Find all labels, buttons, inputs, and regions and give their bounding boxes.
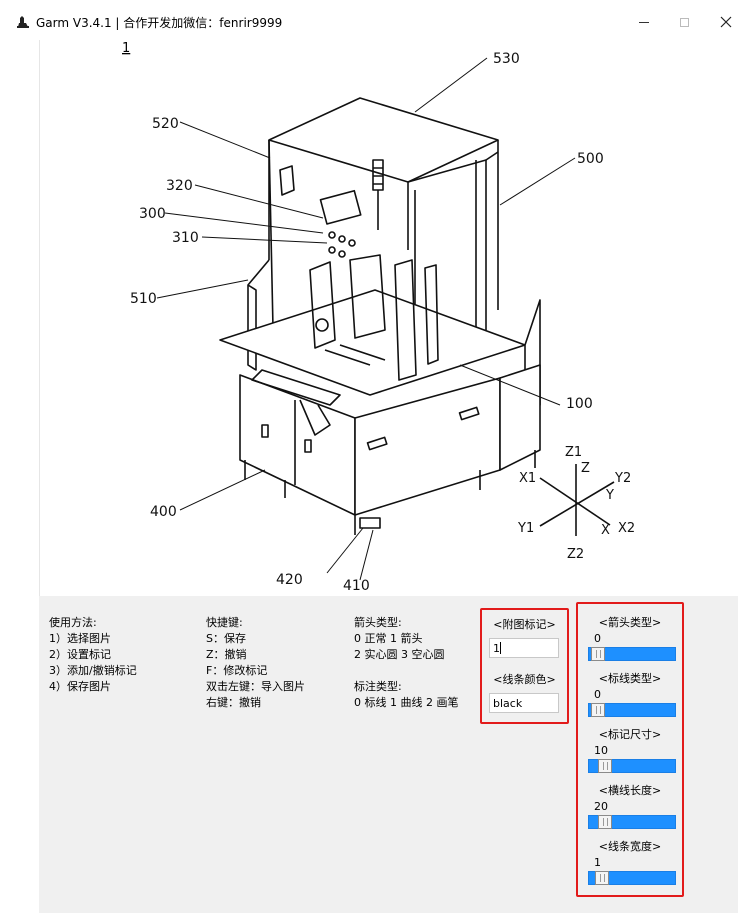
slider-thumb[interactable] — [591, 703, 605, 717]
minimize-icon — [639, 21, 649, 23]
slider-thumb[interactable] — [591, 647, 605, 661]
ref-label: 500 — [577, 151, 604, 167]
arrow-type-label: <箭头类型> — [598, 616, 662, 629]
axis-label: Y1 — [517, 521, 534, 536]
ref-label: 510 — [130, 291, 157, 307]
close-button[interactable] — [714, 10, 738, 34]
arrow-type-heading: 箭头类型: — [354, 616, 402, 629]
axis-label: Y — [605, 488, 614, 503]
mark-type-value: 0 — [594, 688, 601, 701]
usage-step: 1）选择图片 — [49, 632, 111, 645]
image-canvas[interactable]: 1 — [39, 40, 738, 596]
app-logo-icon — [17, 16, 29, 28]
slider-thumb[interactable] — [595, 871, 609, 885]
close-icon — [720, 16, 732, 28]
axis-label: X — [601, 523, 610, 538]
mark-type-label: <标线类型> — [598, 672, 662, 685]
line-width-value: 1 — [594, 856, 601, 869]
line-length-value: 20 — [594, 800, 608, 813]
mark-type-slider[interactable] — [588, 703, 676, 717]
ref-label: 520 — [152, 116, 179, 132]
shortcut-item: Z：撤销 — [206, 648, 247, 661]
ref-label: 400 — [150, 504, 177, 520]
arrow-type-value: 0 — [594, 632, 601, 645]
line-width-label: <线条宽度> — [598, 840, 662, 853]
usage-step: 4）保存图片 — [49, 680, 111, 693]
shortcut-item: 双击左键：导入图片 — [206, 680, 305, 693]
line-color-label: <线条颜色> — [493, 673, 556, 686]
usage-heading: 使用方法: — [49, 616, 97, 629]
ref-label: 410 — [343, 578, 370, 594]
ref-label: 310 — [172, 230, 199, 246]
shortcut-item: F：修改标记 — [206, 664, 268, 677]
maximize-icon — [679, 17, 689, 27]
title-bar[interactable]: Garm V3.4.1 | 合作开发加微信：fenrir9999 — [0, 0, 738, 40]
line-length-label: <横线长度> — [598, 784, 662, 797]
ref-label: 320 — [166, 178, 193, 194]
axis-label: Z2 — [567, 547, 584, 562]
axis-label: X2 — [618, 521, 635, 536]
ref-label: 530 — [493, 51, 520, 67]
line-color-value: black — [493, 697, 523, 710]
minimize-button[interactable] — [632, 10, 656, 34]
arrow-type-slider[interactable] — [588, 647, 676, 661]
slider-group-highlight: <箭头类型> 0 <标线类型> 0 <标记尺寸> 10 — [576, 602, 684, 897]
type-legend: 箭头类型: 0 正常 1 箭头 2 实心圆 3 空心圆 标注类型: 0 标线 1… — [354, 615, 458, 711]
figure-number: 1 — [122, 41, 130, 56]
arrow-type-line: 0 正常 1 箭头 — [354, 632, 423, 645]
fig-mark-input[interactable]: 1 — [489, 638, 559, 658]
axis-label: X1 — [519, 471, 536, 486]
ref-label: 420 — [276, 572, 303, 588]
axis-label: Z — [581, 461, 590, 476]
usage-instructions: 使用方法: 1）选择图片 2）设置标记 3）添加/撤销标记 4）保存图片 — [49, 615, 137, 695]
entry-group-highlight: <附图标记> 1 <线条颜色> black — [480, 608, 569, 724]
shortcut-item: S：保存 — [206, 632, 246, 645]
slider-thumb[interactable] — [598, 759, 612, 773]
usage-step: 2）设置标记 — [49, 648, 111, 661]
shortcut-list: 快捷键: S：保存 Z：撤销 F：修改标记 双击左键：导入图片 右键：撤销 — [206, 615, 305, 711]
line-color-input[interactable]: black — [489, 693, 559, 713]
fig-mark-value: 1 — [493, 642, 500, 655]
line-width-slider[interactable] — [588, 871, 676, 885]
window-title: Garm V3.4.1 | 合作开发加微信：fenrir9999 — [36, 16, 283, 30]
shortcut-item: 右键：撤销 — [206, 696, 261, 709]
control-panel: 使用方法: 1）选择图片 2）设置标记 3）添加/撤销标记 4）保存图片 快捷键… — [39, 596, 738, 913]
shortcut-heading: 快捷键: — [206, 616, 243, 629]
axis-label: Y2 — [614, 471, 631, 486]
slider-thumb[interactable] — [598, 815, 612, 829]
maximize-button[interactable] — [672, 10, 696, 34]
fig-mark-label: <附图标记> — [493, 618, 556, 631]
usage-step: 3）添加/撤销标记 — [49, 664, 137, 677]
mark-type-line: 0 标线 1 曲线 2 画笔 — [354, 696, 459, 709]
ref-label: 100 — [566, 396, 593, 412]
mark-size-label: <标记尺寸> — [598, 728, 662, 741]
arrow-type-line: 2 实心圆 3 空心圆 — [354, 648, 445, 661]
mark-type-heading: 标注类型: — [354, 680, 402, 693]
line-length-slider[interactable] — [588, 815, 676, 829]
mark-size-slider[interactable] — [588, 759, 676, 773]
ref-label: 300 — [139, 206, 166, 222]
mark-size-value: 10 — [594, 744, 608, 757]
machine-drawing: 1 — [122, 41, 635, 594]
axis-label: Z1 — [565, 445, 582, 460]
